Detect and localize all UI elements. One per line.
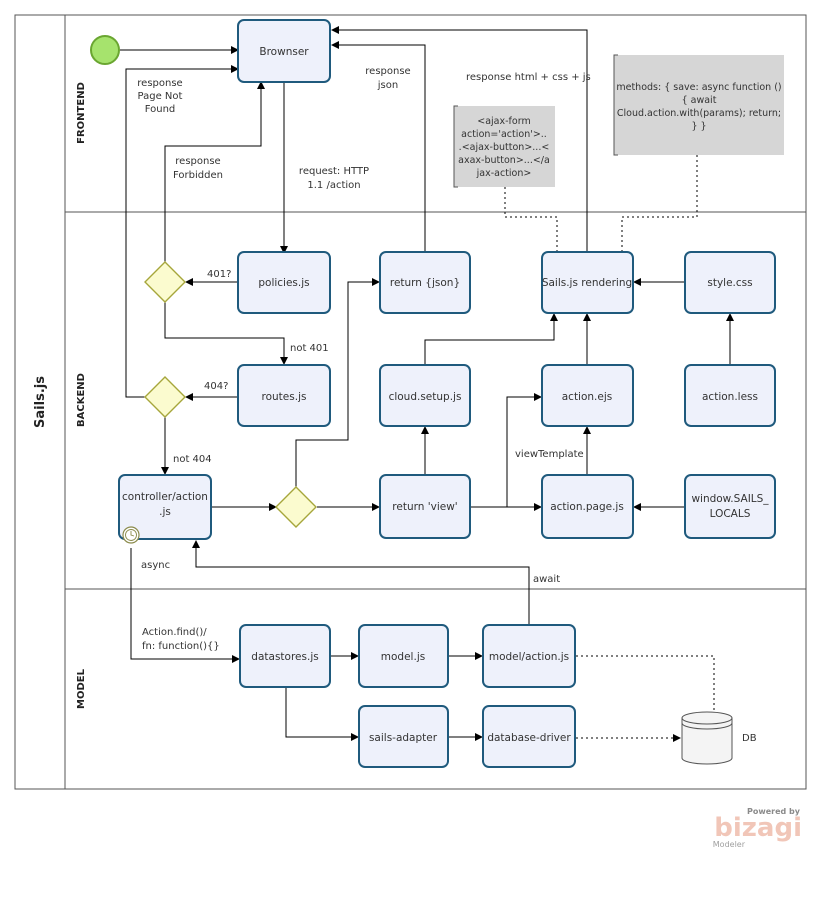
task-label: database-driver: [487, 732, 571, 744]
svg-text:async: async: [141, 560, 170, 571]
task-label: LOCALS: [710, 508, 751, 520]
svg-text:response html + css + js: response html + css + js: [466, 72, 591, 83]
task-label: return {json}: [390, 277, 460, 289]
task-browser[interactable]: Brownser: [237, 19, 331, 83]
database-label: DB: [742, 733, 757, 744]
pool-border: [14, 14, 807, 790]
svg-text:response: response: [365, 66, 410, 77]
database-icon[interactable]: [681, 711, 733, 765]
svg-text:Action.find()/: Action.find()/: [142, 627, 207, 638]
task-label: return 'view': [392, 501, 457, 513]
task-action-less[interactable]: action.less: [684, 364, 776, 427]
task-routes[interactable]: routes.js: [237, 364, 331, 427]
task-label: .js: [159, 506, 171, 518]
svg-text:json: json: [377, 80, 398, 91]
task-return-json[interactable]: return {json}: [379, 251, 471, 314]
task-action-page[interactable]: action.page.js: [541, 474, 634, 539]
lane-label-frontend: FRONTEND: [76, 82, 87, 144]
task-datastores[interactable]: datastores.js: [239, 624, 331, 688]
task-model-action[interactable]: model/action.js: [482, 624, 576, 688]
svg-text:401?: 401?: [207, 269, 231, 280]
task-label: style.css: [707, 277, 752, 289]
edge-labels: response Page Not Found response Forbidd…: [137, 66, 590, 652]
annotation-ajax-form: <ajax-form action='action'>.. .<ajax-but…: [453, 105, 555, 188]
timer-icon: [122, 526, 140, 544]
svg-text:not 404: not 404: [173, 454, 212, 465]
lane-label-model: MODEL: [76, 668, 87, 709]
task-label: datastores.js: [251, 651, 318, 663]
svg-text:Found: Found: [145, 104, 176, 115]
task-label: policies.js: [258, 277, 309, 289]
svg-text:{ await: { await: [682, 95, 717, 106]
svg-text:Modeler: Modeler: [713, 840, 746, 849]
task-action-ejs[interactable]: action.ejs: [541, 364, 634, 427]
task-style-css[interactable]: style.css: [684, 251, 776, 314]
svg-text:axax-button>...</a: axax-button>...</a: [458, 155, 550, 166]
svg-text:bizagi: bizagi: [714, 813, 802, 843]
associations: [504, 155, 715, 742]
svg-text:request: HTTP: request: HTTP: [299, 166, 369, 177]
svg-text:response: response: [137, 78, 182, 89]
task-return-view[interactable]: return 'view': [379, 474, 471, 539]
gateway-401[interactable]: [144, 261, 186, 303]
task-label: action.ejs: [562, 391, 613, 403]
task-policies[interactable]: policies.js: [237, 251, 331, 314]
start-event[interactable]: [90, 35, 120, 65]
svg-text:} }: } }: [691, 121, 706, 132]
annotation-methods: methods: { save: async function () { awa…: [613, 54, 784, 156]
svg-text:viewTemplate: viewTemplate: [515, 449, 584, 460]
task-database-driver[interactable]: database-driver: [482, 705, 576, 768]
task-sails-adapter[interactable]: sails-adapter: [358, 705, 449, 768]
sequence-flows: [120, 26, 734, 741]
svg-text:not 401: not 401: [290, 343, 329, 354]
svg-text:action='action'>..: action='action'>..: [461, 129, 547, 140]
task-label: window.SAILS_: [691, 493, 769, 505]
svg-text:Forbidden: Forbidden: [173, 170, 223, 181]
task-label: action.less: [702, 391, 758, 403]
svg-text:1.1 /action: 1.1 /action: [307, 180, 360, 191]
svg-text:404?: 404?: [204, 381, 228, 392]
svg-text:Powered by: Powered by: [747, 807, 801, 816]
svg-text:response: response: [175, 156, 220, 167]
svg-text:<ajax-form: <ajax-form: [477, 116, 530, 127]
task-label: cloud.setup.js: [389, 391, 462, 403]
svg-text:await: await: [533, 574, 560, 585]
task-label: controller/action: [122, 491, 208, 503]
bizagi-logo: Powered by bizagi Modeler: [713, 807, 802, 849]
task-model[interactable]: model.js: [358, 624, 449, 688]
task-window-locals[interactable]: window.SAILS_ LOCALS: [684, 474, 776, 539]
svg-text:jax-action>: jax-action>: [476, 168, 532, 179]
lane-label-backend: BACKEND: [76, 373, 87, 427]
gateway-404[interactable]: [144, 376, 186, 418]
pool-title: Sails.js: [33, 376, 48, 428]
svg-text:methods: { save: async functio: methods: { save: async function (): [616, 82, 781, 93]
gateway-response-type[interactable]: [275, 486, 317, 528]
task-label: model.js: [381, 651, 425, 663]
svg-text:fn: function(){}: fn: function(){}: [142, 641, 220, 652]
svg-text:Page Not: Page Not: [138, 91, 183, 102]
task-label: sails-adapter: [369, 732, 438, 744]
svg-text:Cloud.action.with(params); ret: Cloud.action.with(params); return;: [617, 108, 781, 119]
task-label: action.page.js: [550, 501, 624, 513]
task-label: Brownser: [259, 46, 309, 58]
task-label: model/action.js: [489, 651, 569, 663]
task-sails-rendering[interactable]: Sails.js rendering: [541, 251, 634, 314]
task-controller[interactable]: controller/action .js: [118, 474, 212, 544]
svg-text:.<ajax-button>...<: .<ajax-button>...<: [459, 142, 550, 153]
task-cloud-setup[interactable]: cloud.setup.js: [379, 364, 471, 427]
task-label: routes.js: [262, 391, 307, 403]
task-label: Sails.js rendering: [542, 277, 632, 289]
